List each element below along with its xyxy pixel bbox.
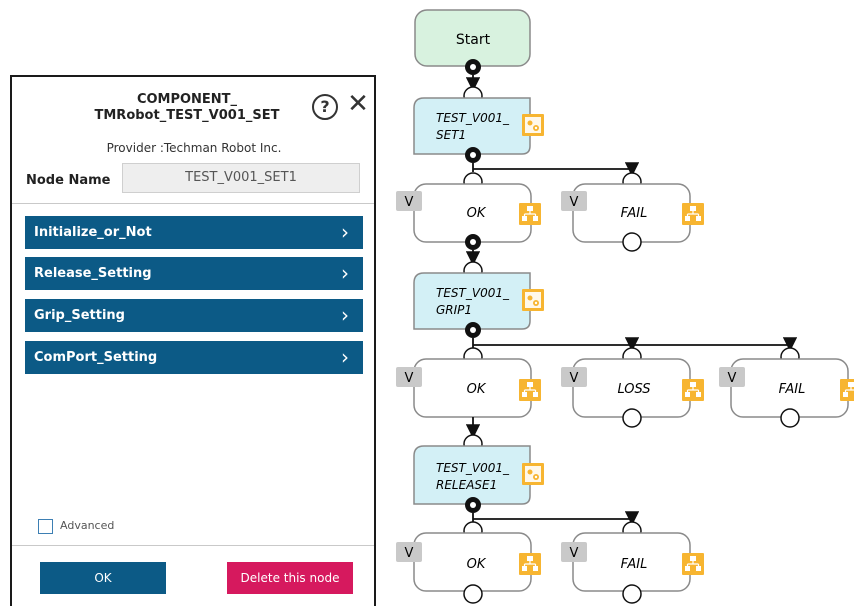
subflow-icon xyxy=(681,552,705,576)
component-label-line1: TEST_V001_ xyxy=(436,111,510,125)
outcome-label: OK xyxy=(467,206,487,221)
variable-badge xyxy=(561,542,587,562)
dialog-title-line1: COMPONENT_ xyxy=(136,92,238,107)
provider-text: Provider :Techman Robot Inc. xyxy=(106,141,282,155)
advanced-checkbox[interactable] xyxy=(38,519,53,534)
delete-node-button[interactable]: Delete this node xyxy=(227,562,353,594)
component-node-grip1[interactable] xyxy=(413,272,531,330)
dialog-title: COMPONENT_ TMRobot_TEST_V001_SET xyxy=(12,92,362,124)
subflow-icon xyxy=(839,378,854,402)
output-port[interactable] xyxy=(780,408,800,428)
setting-label: Release_Setting xyxy=(34,266,152,281)
flow-arrow xyxy=(473,511,640,526)
component-label-line2: SET1 xyxy=(436,128,466,142)
component-icon xyxy=(522,114,544,136)
port-center xyxy=(470,502,476,508)
output-port[interactable] xyxy=(622,232,642,252)
outcome-label: FAIL xyxy=(621,557,648,572)
subflow-icon xyxy=(518,552,542,576)
variable-badge xyxy=(561,367,587,387)
component-node-set1[interactable] xyxy=(413,97,531,155)
chevron-right-icon: › xyxy=(341,303,349,327)
dialog-title-line2: TMRobot_TEST_V001_SET xyxy=(94,108,280,123)
setting-initialize-or-not[interactable]: Initialize_or_Not › xyxy=(25,216,363,249)
variable-badge-text: V xyxy=(405,371,414,386)
component-icon xyxy=(522,463,544,485)
outcome-label: FAIL xyxy=(779,382,806,397)
outcome-label: LOSS xyxy=(617,382,650,397)
node-name-label: Node Name xyxy=(26,173,111,188)
component-label-line1: TEST_V001_ xyxy=(436,286,510,300)
chevron-right-icon: › xyxy=(341,345,349,369)
variable-badge xyxy=(719,367,745,387)
component-label-line2: GRIP1 xyxy=(436,303,472,317)
help-icon[interactable]: ? xyxy=(312,94,338,120)
ok-button[interactable]: OK xyxy=(40,562,166,594)
variable-badge-text: V xyxy=(570,195,579,210)
component-node-release1[interactable] xyxy=(413,445,531,505)
component-label-line2: RELEASE1 xyxy=(436,478,497,492)
setting-label: Initialize_or_Not xyxy=(34,225,152,240)
output-port[interactable] xyxy=(463,584,483,604)
subflow-icon xyxy=(518,378,542,402)
subflow-icon xyxy=(681,378,705,402)
chevron-right-icon: › xyxy=(341,220,349,244)
setting-release[interactable]: Release_Setting › xyxy=(25,257,363,290)
outcome-label: FAIL xyxy=(621,206,648,221)
flow-arrow xyxy=(473,337,640,352)
component-settings-dialog: COMPONENT_ TMRobot_TEST_V001_SET ? ✕ Pro… xyxy=(10,75,376,606)
port-center xyxy=(470,152,476,158)
setting-label: ComPort_Setting xyxy=(34,350,158,365)
start-node-label: Start xyxy=(456,32,491,48)
output-port[interactable] xyxy=(622,408,642,428)
component-icon xyxy=(522,289,544,311)
setting-grip[interactable]: Grip_Setting › xyxy=(25,299,363,332)
divider xyxy=(12,203,374,204)
variable-badge xyxy=(396,367,422,387)
variable-badge-text: V xyxy=(405,546,414,561)
setting-label: Grip_Setting xyxy=(34,308,125,323)
port-center xyxy=(470,327,476,333)
chevron-right-icon: › xyxy=(341,261,349,285)
close-icon[interactable]: ✕ xyxy=(347,89,369,119)
subflow-icon xyxy=(681,202,705,226)
component-label-line1: TEST_V001_ xyxy=(436,461,510,475)
subflow-icon xyxy=(518,202,542,226)
flow-arrow xyxy=(473,162,640,177)
variable-badge xyxy=(396,542,422,562)
variable-badge-text: V xyxy=(405,195,414,210)
flow-arrow xyxy=(632,337,798,352)
node-name-field[interactable]: TEST_V001_SET1 xyxy=(122,163,360,193)
output-port[interactable] xyxy=(622,584,642,604)
variable-badge-text: V xyxy=(728,371,737,386)
variable-badge xyxy=(396,191,422,211)
outcome-label: OK xyxy=(467,557,487,572)
variable-badge-text: V xyxy=(570,546,579,561)
variable-badge-text: V xyxy=(570,371,579,386)
port-center xyxy=(470,64,476,70)
variable-badge xyxy=(561,191,587,211)
divider xyxy=(12,545,374,546)
outcome-label: OK xyxy=(467,382,487,397)
port-center xyxy=(470,239,476,245)
setting-comport[interactable]: ComPort_Setting › xyxy=(25,341,363,374)
advanced-label: Advanced xyxy=(60,519,115,532)
